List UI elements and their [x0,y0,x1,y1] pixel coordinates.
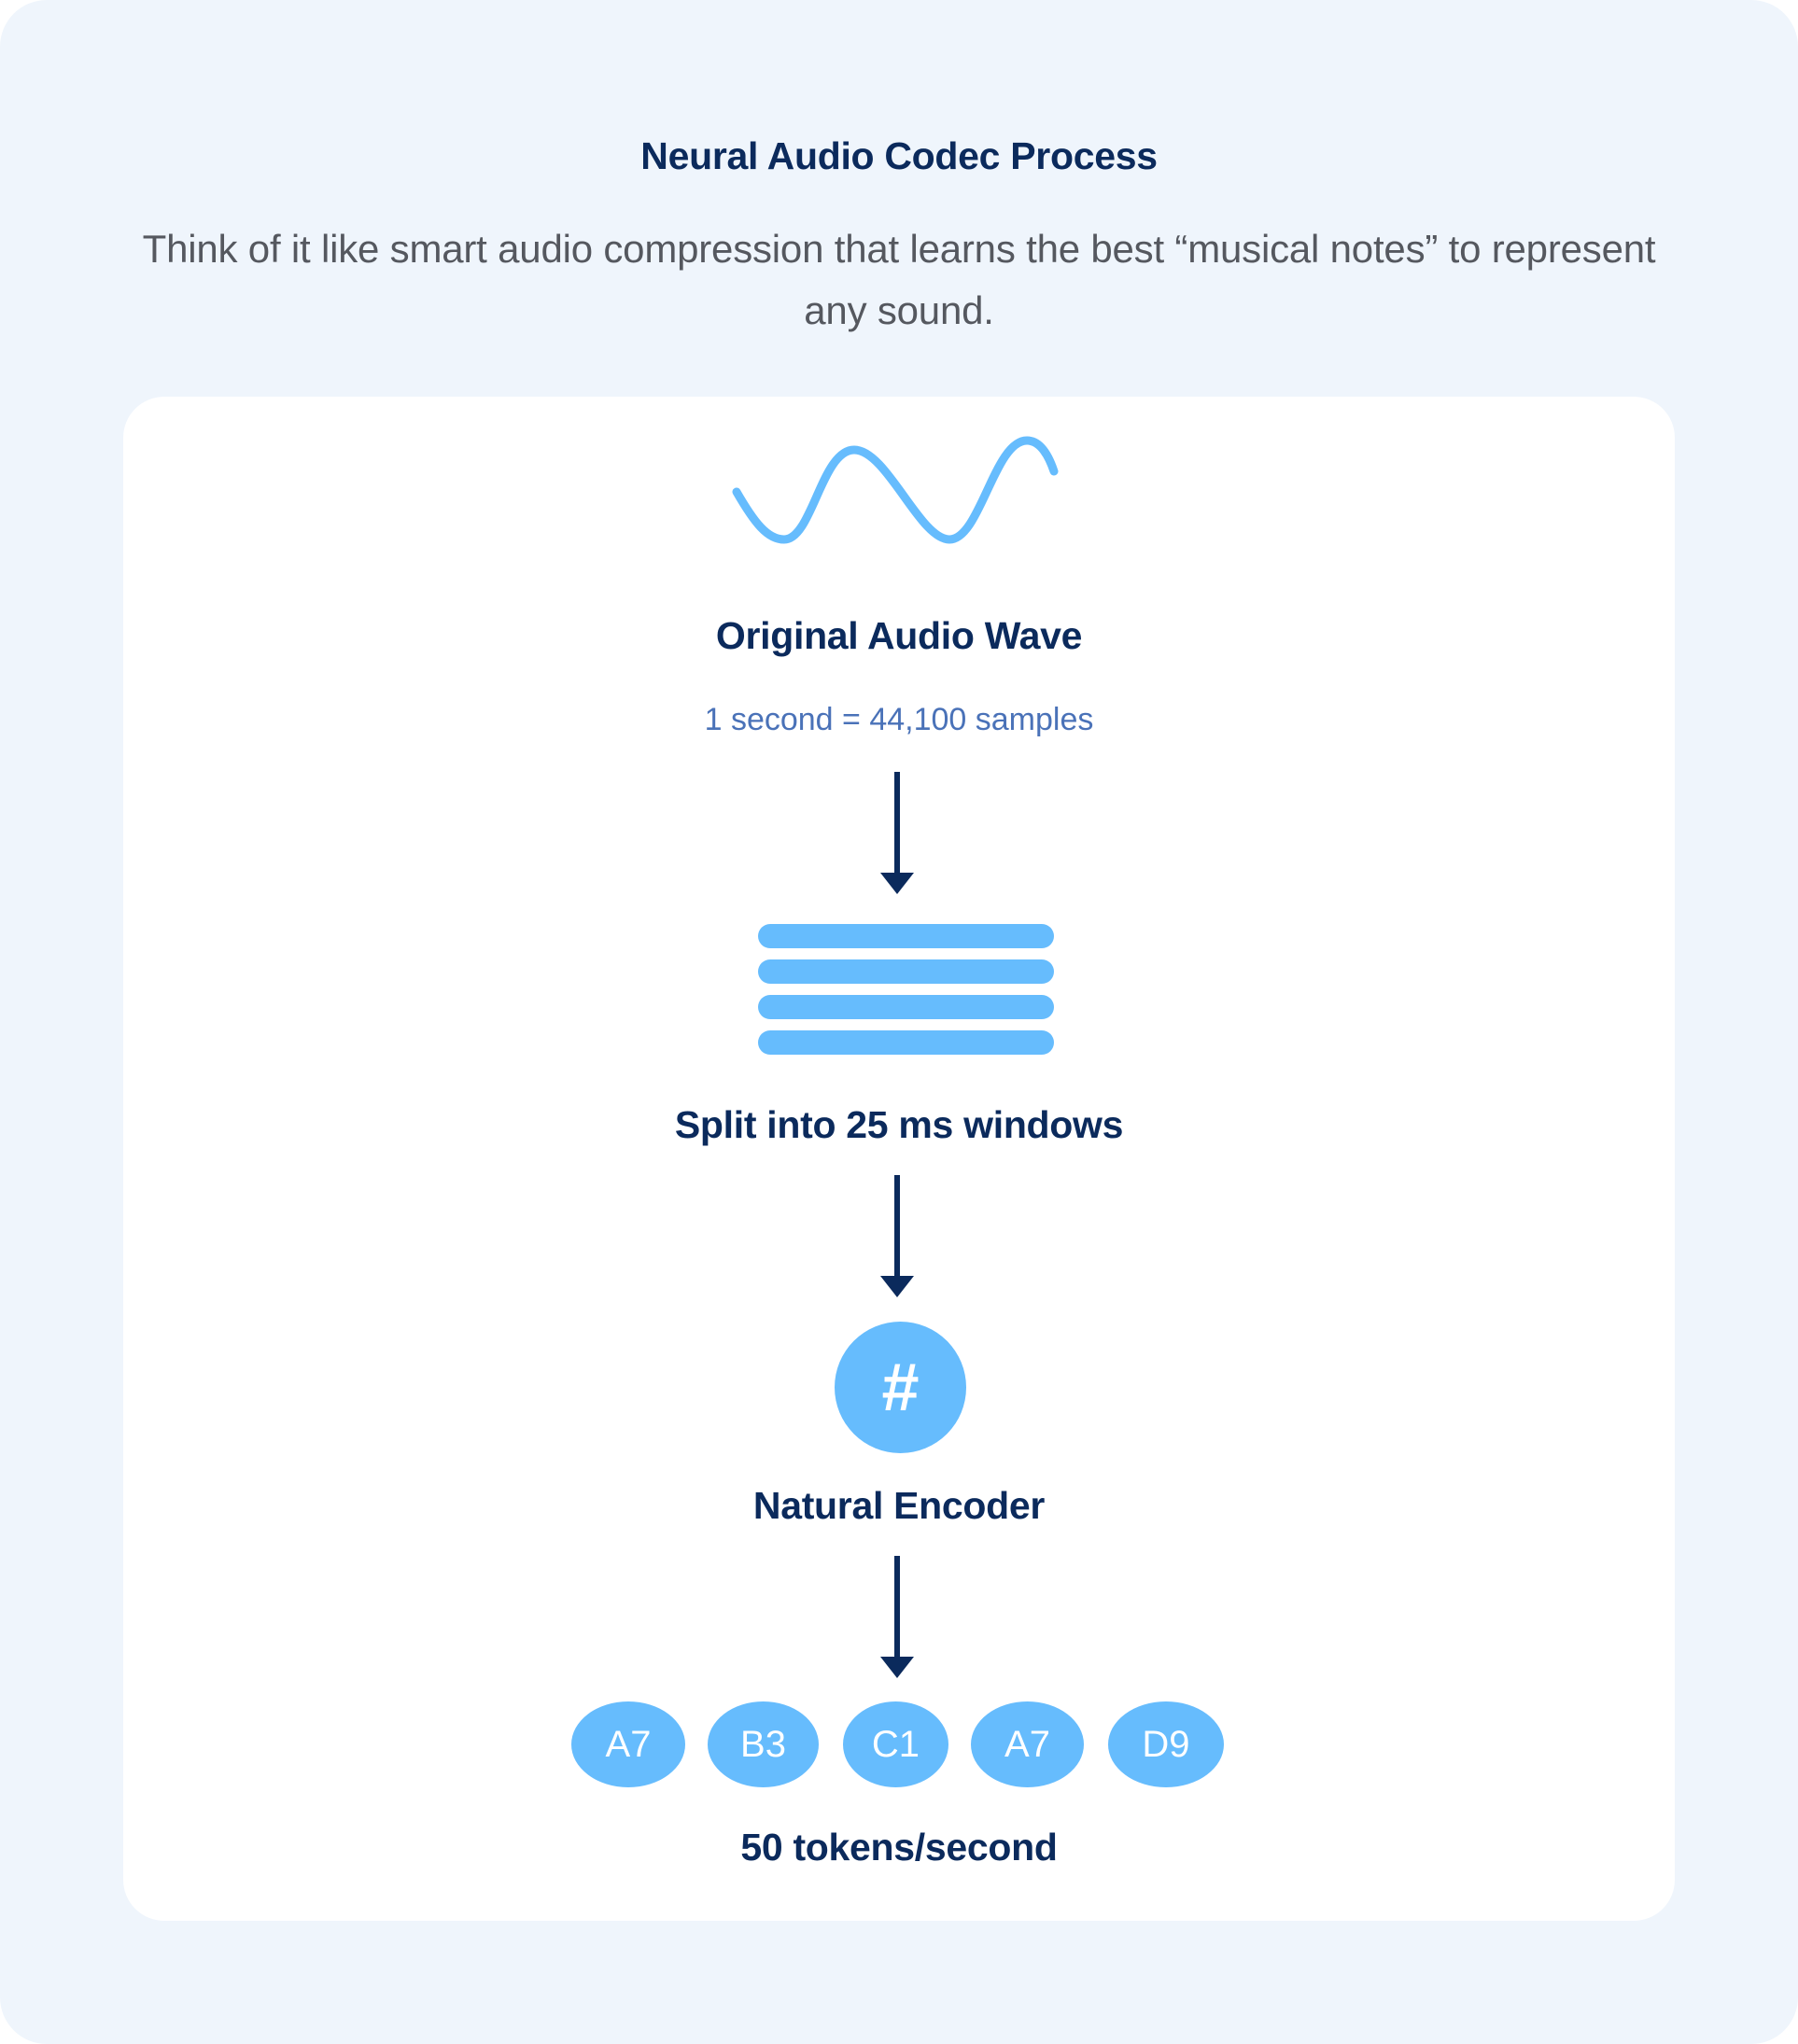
page-description: Think of it like smart audio compression… [142,227,1656,332]
window-bar [758,924,1054,948]
token-row: A7 B3 C1 A7 D9 [0,1701,1798,1787]
step-sublabel-sample-rate: 1 second = 44,100 samples [704,702,1094,737]
down-arrow-icon [880,1556,914,1678]
step-label-original-audio-wave: Original Audio Wave [715,614,1083,657]
step-label-split-windows: Split into 25 ms windows [674,1103,1124,1146]
hash-icon: # [835,1322,966,1453]
down-arrow-icon [880,772,914,894]
token-pill: B3 [708,1701,819,1787]
token-pill: A7 [571,1701,685,1787]
down-arrow-icon [880,1175,914,1297]
window-bar [758,959,1054,984]
token-pill: C1 [843,1701,948,1787]
page-title: Neural Audio Codec Process [640,134,1158,177]
sine-wave-icon [732,436,1059,544]
token-pill: A7 [971,1701,1084,1787]
window-bar [758,995,1054,1019]
window-bar [758,1030,1054,1055]
stacked-bars-icon [758,924,1054,1066]
step-label-token-rate: 50 tokens/second [740,1826,1058,1869]
step-label-natural-encoder: Natural Encoder [752,1484,1046,1527]
hash-glyph: # [881,1350,920,1425]
token-pill: D9 [1108,1701,1224,1787]
